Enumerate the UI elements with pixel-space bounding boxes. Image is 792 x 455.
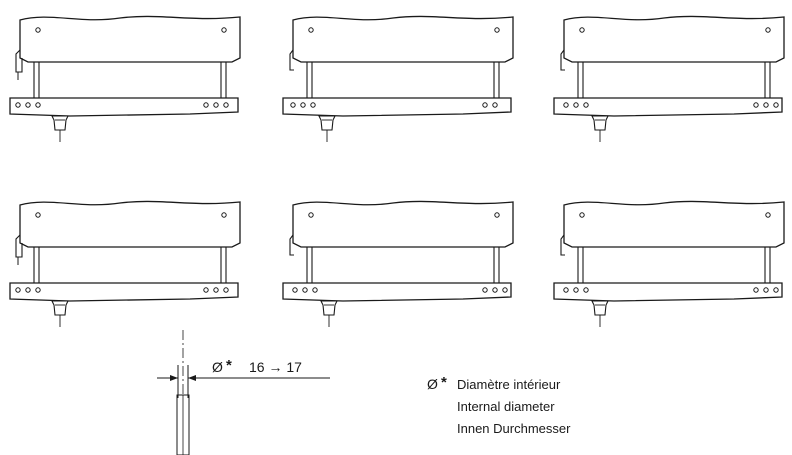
bracket-unit — [9, 15, 241, 142]
bolt-hole — [573, 102, 579, 108]
bolt-hole — [203, 287, 209, 293]
top-panel-hole-left — [35, 212, 41, 218]
top-panel — [292, 200, 514, 248]
bolt-hole — [35, 287, 41, 293]
bolt-hole — [300, 102, 306, 108]
bolt-hole — [563, 287, 569, 293]
bolt-hole — [573, 287, 579, 293]
outlet-nozzle — [51, 115, 69, 131]
bolt-hole — [302, 287, 308, 293]
bolt-hole — [25, 287, 31, 293]
base-plate — [282, 97, 512, 117]
top-panel — [563, 15, 785, 63]
bolt-hole — [763, 287, 769, 293]
top-panel — [563, 200, 785, 248]
bolt-hole — [583, 102, 589, 108]
bolt-hole — [292, 287, 298, 293]
base-plate — [553, 97, 783, 117]
bolt-hole — [223, 287, 229, 293]
outlet-nozzle — [51, 300, 69, 316]
bolt-hole — [310, 102, 316, 108]
bolt-hole — [502, 287, 508, 293]
top-panel-hole-right — [221, 212, 227, 218]
legend-asterisk: * — [441, 374, 447, 391]
bolt-hole — [482, 287, 488, 293]
dimension-range-label: 16 → 17 — [249, 359, 302, 375]
bolt-hole — [25, 102, 31, 108]
base-plate — [9, 97, 239, 117]
bracket-units — [9, 15, 785, 327]
hinge-clip — [15, 234, 23, 258]
bolt-hole — [753, 287, 759, 293]
top-panel — [19, 200, 241, 248]
hinge-clip — [289, 49, 294, 71]
hinge-clip — [289, 234, 294, 256]
outlet-nozzle — [320, 300, 338, 316]
dimension-diameter-symbol: Ø — [212, 359, 223, 375]
legend-line-german: Innen Durchmesser — [457, 421, 571, 436]
bolt-hole — [15, 287, 21, 293]
bolt-hole — [492, 102, 498, 108]
bracket-unit — [553, 200, 785, 327]
bolt-hole — [753, 102, 759, 108]
bracket-unit — [282, 200, 514, 327]
base-plate — [553, 282, 783, 302]
dimension-arrow-left — [170, 375, 178, 381]
base-plate — [282, 282, 512, 302]
top-panel-hole-right — [765, 212, 771, 218]
bolt-hole — [203, 102, 209, 108]
dimension-asterisk: * — [226, 357, 232, 374]
legend-line-french: Diamètre intérieur — [457, 377, 561, 392]
top-panel-hole-left — [35, 27, 41, 33]
top-panel-hole-right — [765, 27, 771, 33]
bracket-unit — [9, 200, 241, 327]
top-panel-hole-right — [221, 27, 227, 33]
bolt-hole — [15, 102, 21, 108]
base-plate — [9, 282, 239, 302]
bolt-hole — [773, 287, 779, 293]
bolt-hole — [563, 102, 569, 108]
top-panel-hole-left — [308, 212, 314, 218]
bolt-hole — [35, 102, 41, 108]
bolt-hole — [213, 287, 219, 293]
bolt-hole — [773, 102, 779, 108]
top-panel-hole-left — [579, 27, 585, 33]
top-panel-hole-left — [308, 27, 314, 33]
bolt-hole — [290, 102, 296, 108]
bolt-hole — [223, 102, 229, 108]
legend-line-english: Internal diameter — [457, 399, 555, 414]
pipe-detail — [157, 330, 330, 455]
top-panel — [19, 15, 241, 63]
hinge-clip — [15, 49, 23, 73]
bolt-hole — [583, 287, 589, 293]
bolt-hole — [312, 287, 318, 293]
top-panel-hole-right — [494, 27, 500, 33]
top-panel-hole-right — [494, 212, 500, 218]
legend-diameter-symbol: Ø — [427, 376, 438, 392]
top-panel — [292, 15, 514, 63]
hinge-clip — [560, 49, 565, 71]
bracket-unit — [553, 15, 785, 142]
outlet-nozzle — [591, 300, 609, 316]
outlet-nozzle — [591, 115, 609, 131]
bolt-hole — [482, 102, 488, 108]
bolt-hole — [492, 287, 498, 293]
outlet-nozzle — [318, 115, 336, 131]
dimension-arrow-right — [188, 375, 196, 381]
top-panel-hole-left — [579, 212, 585, 218]
bolt-hole — [213, 102, 219, 108]
bracket-unit — [282, 15, 514, 142]
hinge-clip — [560, 234, 565, 256]
bolt-hole — [763, 102, 769, 108]
